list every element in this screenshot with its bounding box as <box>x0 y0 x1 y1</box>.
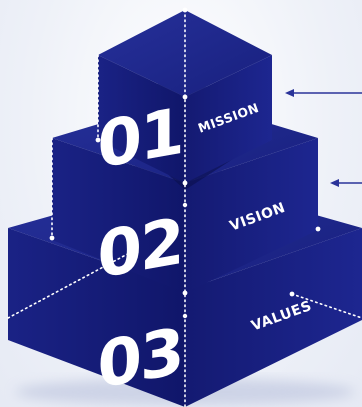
tier-1-top-face <box>98 10 272 97</box>
tier-2-left-face <box>52 138 185 293</box>
dotted-edges <box>7 9 362 407</box>
tier-2-number: 02 <box>97 204 182 293</box>
tier-3-right-face <box>185 228 362 407</box>
tier-1-right-face <box>185 55 272 183</box>
arrow-left-icon <box>330 179 362 187</box>
tier-1-block <box>98 10 272 183</box>
tier-2-right-face <box>185 138 318 293</box>
tier-3-left-face <box>8 228 185 407</box>
vertex-dots <box>49 7 321 319</box>
tier-1-number: 01 <box>97 94 182 183</box>
tier-1-left-face <box>98 55 185 183</box>
tier-3-number: 03 <box>97 314 182 403</box>
arrow-left-icon <box>285 89 362 97</box>
